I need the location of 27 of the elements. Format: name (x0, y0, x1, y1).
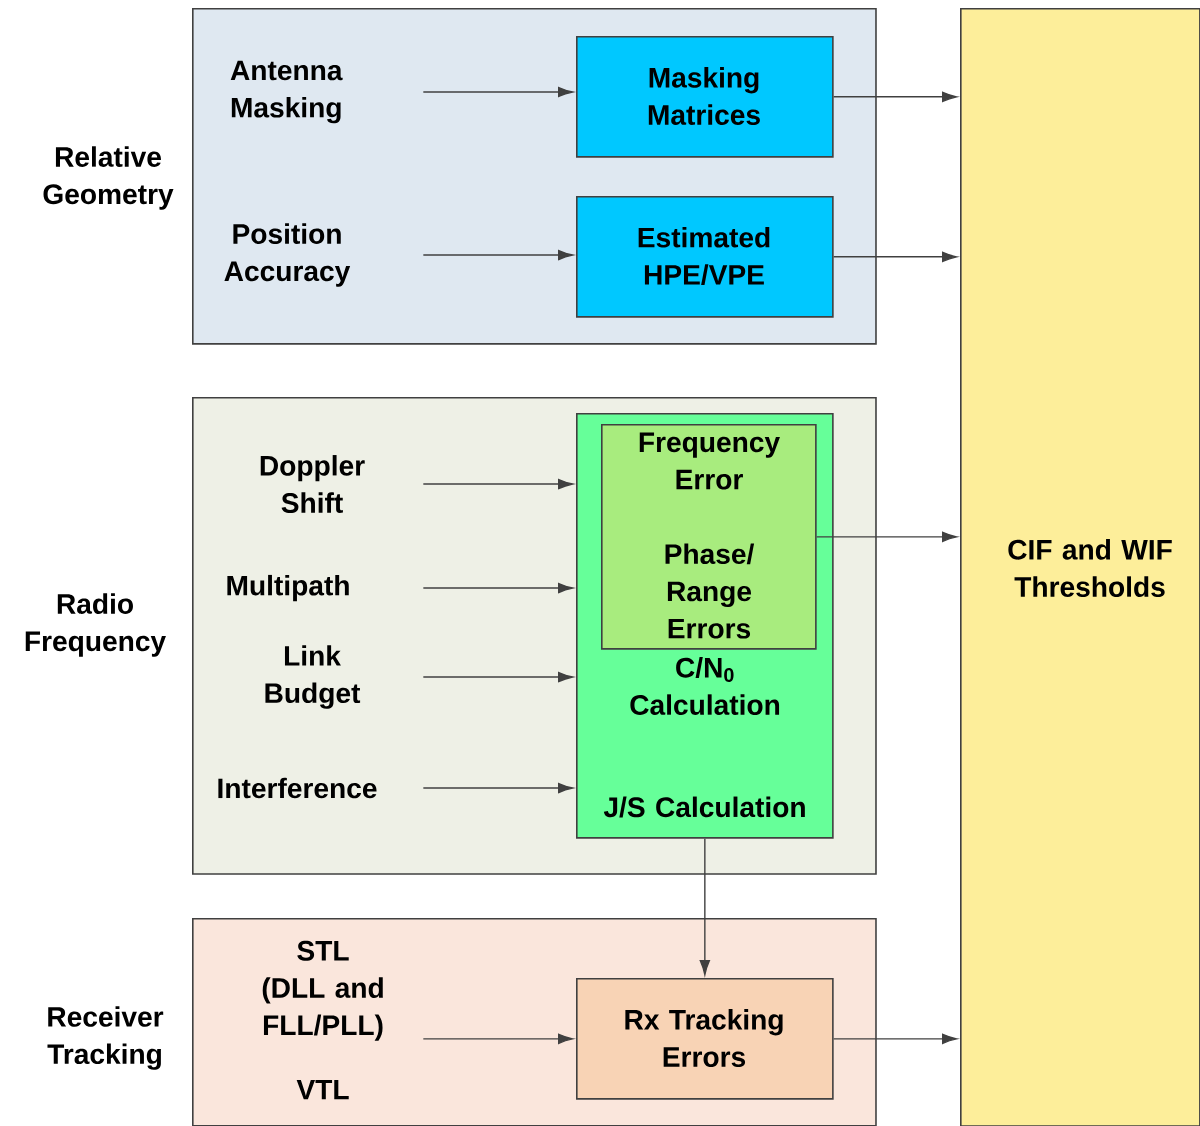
arrow (832, 251, 958, 262)
text-label: STL (DLL and FLL/PLL) VTL (262, 940, 383, 1100)
text-label: Link Budget (265, 645, 361, 709)
arrow (832, 1033, 958, 1044)
arrow (699, 838, 711, 976)
arrow (422, 478, 574, 490)
arrow (422, 582, 574, 594)
group-heading: Receiver Tracking (47, 1006, 164, 1070)
arrow (422, 86, 574, 98)
arrow (422, 249, 574, 261)
group-heading: Relative Geometry (43, 146, 174, 210)
arrow (422, 782, 574, 794)
text-label: Interference (218, 777, 377, 799)
arrow (815, 531, 958, 543)
text-label: Antenna Masking (230, 60, 343, 124)
text-label: Doppler Shift (260, 455, 365, 513)
process-box: Estimated HPE/VPE (576, 196, 834, 318)
group-heading: Radio Frequency (25, 593, 166, 657)
process-box: Frequency Error Phase/ Range Errors (601, 424, 817, 650)
arrow (422, 1033, 574, 1044)
arrow (832, 91, 958, 102)
process-box: Masking Matrices (576, 36, 834, 158)
arrow (422, 671, 574, 683)
text-label: Multipath (227, 574, 349, 602)
text-label: Position Accuracy (224, 223, 351, 287)
process-box: Rx Tracking Errors (576, 978, 834, 1100)
output-box: CIF and WIF Thresholds (960, 8, 1200, 1126)
